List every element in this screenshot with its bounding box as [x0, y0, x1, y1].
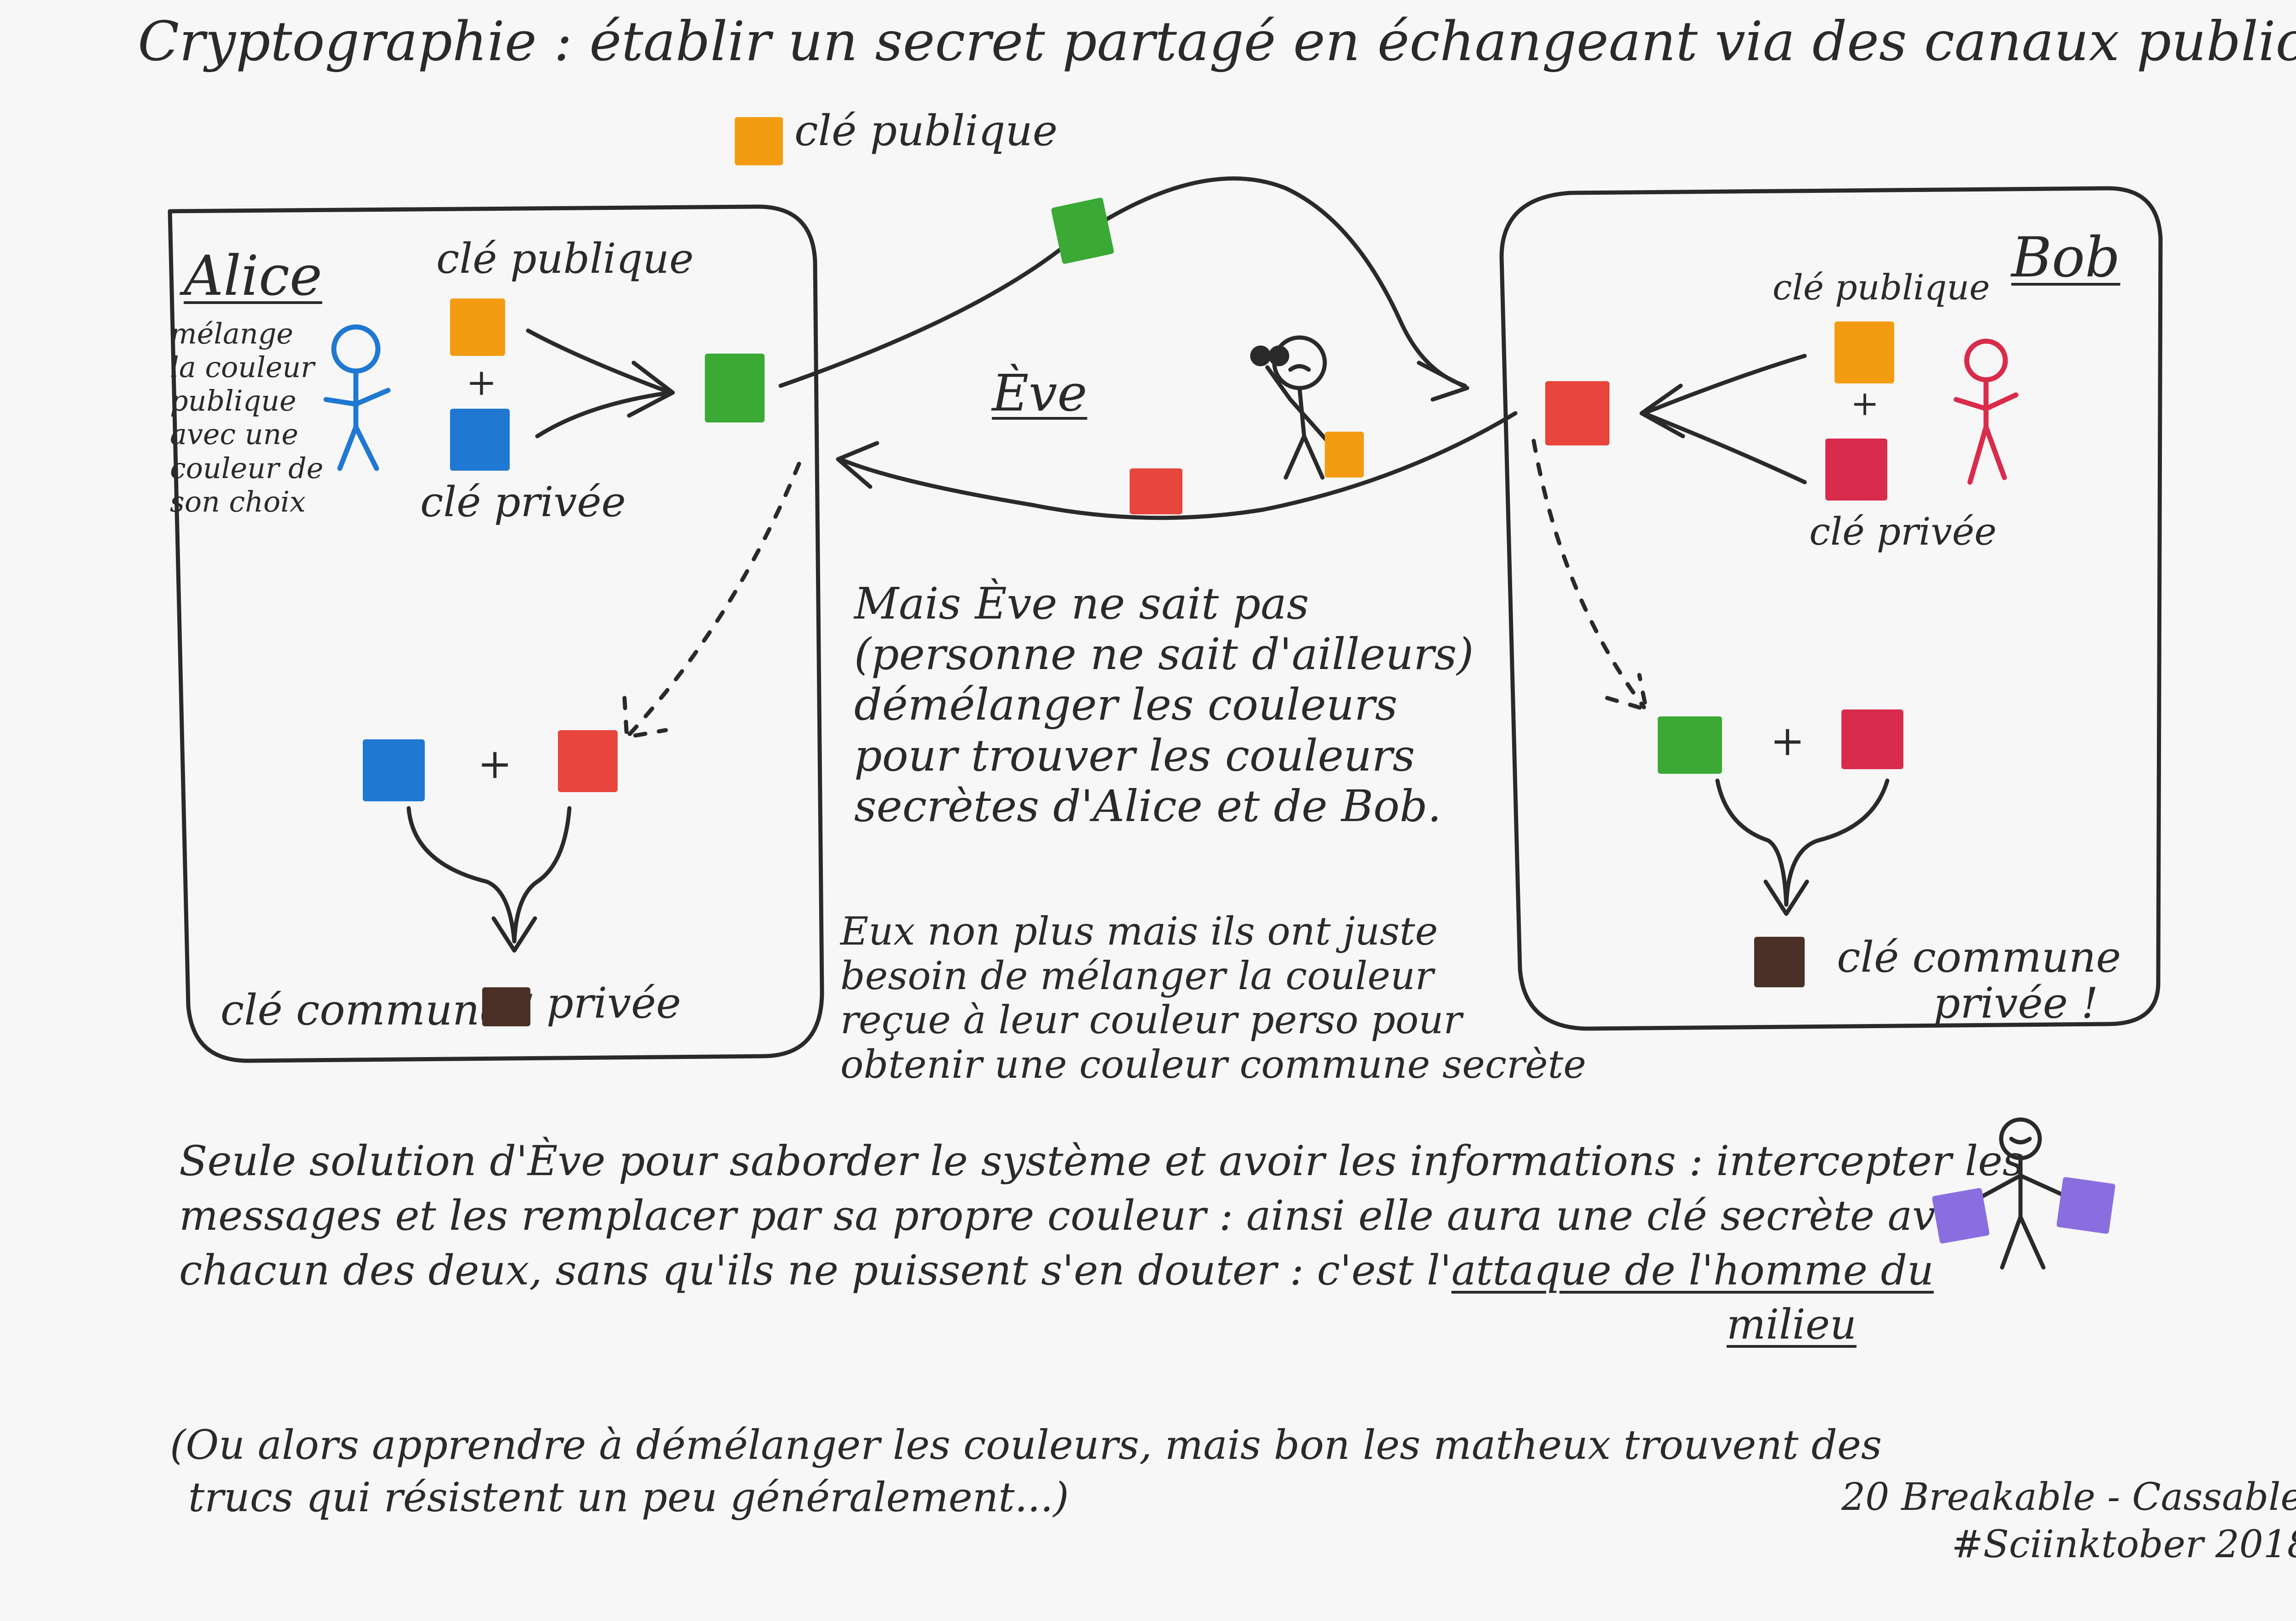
explanation2-line: Eux non plus mais ils ont juste [840, 909, 1438, 954]
alice-mix-arrow [526, 328, 675, 439]
alice-note-line: couleur de [170, 451, 324, 485]
aside-line: (Ou alors apprendre à démélanger les cou… [170, 1421, 1882, 1469]
alice-note-line: publique [170, 384, 297, 418]
page-title: Cryptographie : établir un secret partag… [138, 10, 2296, 73]
explanation2-line: besoin de mélanger la couleur [840, 953, 1434, 998]
bob-name: Bob [2011, 226, 2121, 290]
eve-public-key-square [1325, 432, 1364, 478]
bob-merge-arrow [1715, 778, 1890, 916]
alice-note-line: avec une [170, 417, 298, 451]
alice-common-key-square [482, 987, 530, 1026]
signature-line: 20 Breakable - Cassable [1841, 1475, 2296, 1519]
bob-private-key-square [1825, 439, 1887, 501]
alice-private-result-square [363, 739, 425, 801]
attack-line: milieu [179, 1298, 2024, 1352]
eve-name: Ève [992, 364, 1087, 422]
transfer-red-square [1130, 468, 1182, 514]
explanation-line: démélanger les couleurs [854, 680, 1398, 731]
bob-plus: + [1851, 384, 1880, 423]
legend-public-key-square [735, 117, 783, 165]
bob-common-key-square [1754, 937, 1805, 987]
eve-figure [1250, 335, 1329, 480]
bob-common-key-sub: privée ! [1933, 979, 2099, 1028]
eve-attacker-figure [1968, 1117, 2073, 1270]
explanation2-line: reçue à leur couleur perso pour [840, 997, 1462, 1043]
bob-common-key-label: clé commune [1837, 933, 2121, 982]
bob-received-square [1658, 716, 1722, 774]
alice-name: Alice [184, 244, 322, 308]
bob-public-key-label: clé publique [1773, 267, 1990, 308]
bob-figure [1953, 338, 2019, 485]
mitm-link-text: attaque de l'homme du [1451, 1246, 1934, 1295]
attack-line: messages et les remplacer par sa propre … [179, 1191, 1983, 1240]
alice-note: mélange la couleur publique avec une cou… [170, 317, 323, 518]
attack-line: Seule solution d'Ève pour saborder le sy… [179, 1137, 2024, 1185]
bob-result-plus: + [1770, 717, 1805, 765]
alice-note-line: la couleur [170, 350, 315, 384]
alice-note-line: son choix [170, 484, 306, 518]
alice-merge-arrow [406, 806, 572, 953]
alice-common-key-sub: privée [546, 979, 681, 1028]
explanation-line: Mais Ève ne sait pas [854, 579, 1309, 629]
alice-result-plus: + [478, 740, 512, 788]
attack-line: chacun des deux, sans qu'ils ne puissent… [179, 1244, 2024, 1298]
eve-fake-key-square-left [1931, 1188, 1990, 1244]
explanation-line: (personne ne sait d'ailleurs) [854, 629, 1474, 680]
alice-dashed-arrow [622, 462, 801, 739]
alice-received-square [558, 730, 618, 792]
explanation2-block: Eux non plus mais ils ont juste besoin d… [840, 909, 1586, 1086]
alice-plus: + [466, 361, 497, 404]
alice-note-line: mélange [170, 317, 293, 350]
aside-line: trucs qui résistent un peu généralement.… [188, 1474, 1069, 1521]
alice-private-key-square [450, 409, 510, 471]
signature-block: 20 Breakable - Cassable #Sciinktober 201… [1841, 1474, 2296, 1568]
explanation-line: pour trouver les couleurs [854, 730, 1415, 781]
bob-public-key-square [1835, 321, 1894, 383]
bob-box [1499, 186, 2163, 1031]
bob-mix-arrow [1639, 354, 1807, 484]
eve-fake-key-square-right [2056, 1176, 2116, 1234]
alice-private-key-label: clé privée [420, 478, 626, 526]
explanation2-line: obtenir une couleur commune secrète [840, 1041, 1587, 1087]
bob-dashed-arrow [1531, 439, 1649, 712]
explanation-line: secrètes d'Alice et de Bob. [854, 781, 1441, 832]
legend-public-key-label: clé publique [794, 106, 1058, 155]
explanation-block: Mais Ève ne sait pas (personne ne sait d… [854, 579, 1474, 832]
bob-mixed-key-square [1545, 381, 1609, 445]
arrow-bob-to-alice [836, 411, 1518, 520]
arrow-alice-to-bob [778, 176, 1469, 402]
signature-line: #Sciinktober 2018 [1952, 1522, 2296, 1566]
alice-mixed-key-square [705, 354, 765, 422]
mitm-link-text-2: milieu [1727, 1300, 1857, 1349]
bob-private-result-square [1841, 709, 1903, 769]
aside-block: (Ou alors apprendre à démélanger les cou… [170, 1419, 1882, 1524]
alice-box [168, 204, 824, 1063]
bob-private-key-label: clé privée [1809, 510, 1997, 554]
alice-public-key-label: clé publique [436, 235, 694, 283]
alice-public-key-square [450, 298, 505, 356]
attack-block: Seule solution d'Ève pour saborder le sy… [179, 1134, 2024, 1352]
alice-figure [323, 324, 391, 471]
attack-line-text: chacun des deux, sans qu'ils ne puissent… [179, 1246, 1452, 1295]
